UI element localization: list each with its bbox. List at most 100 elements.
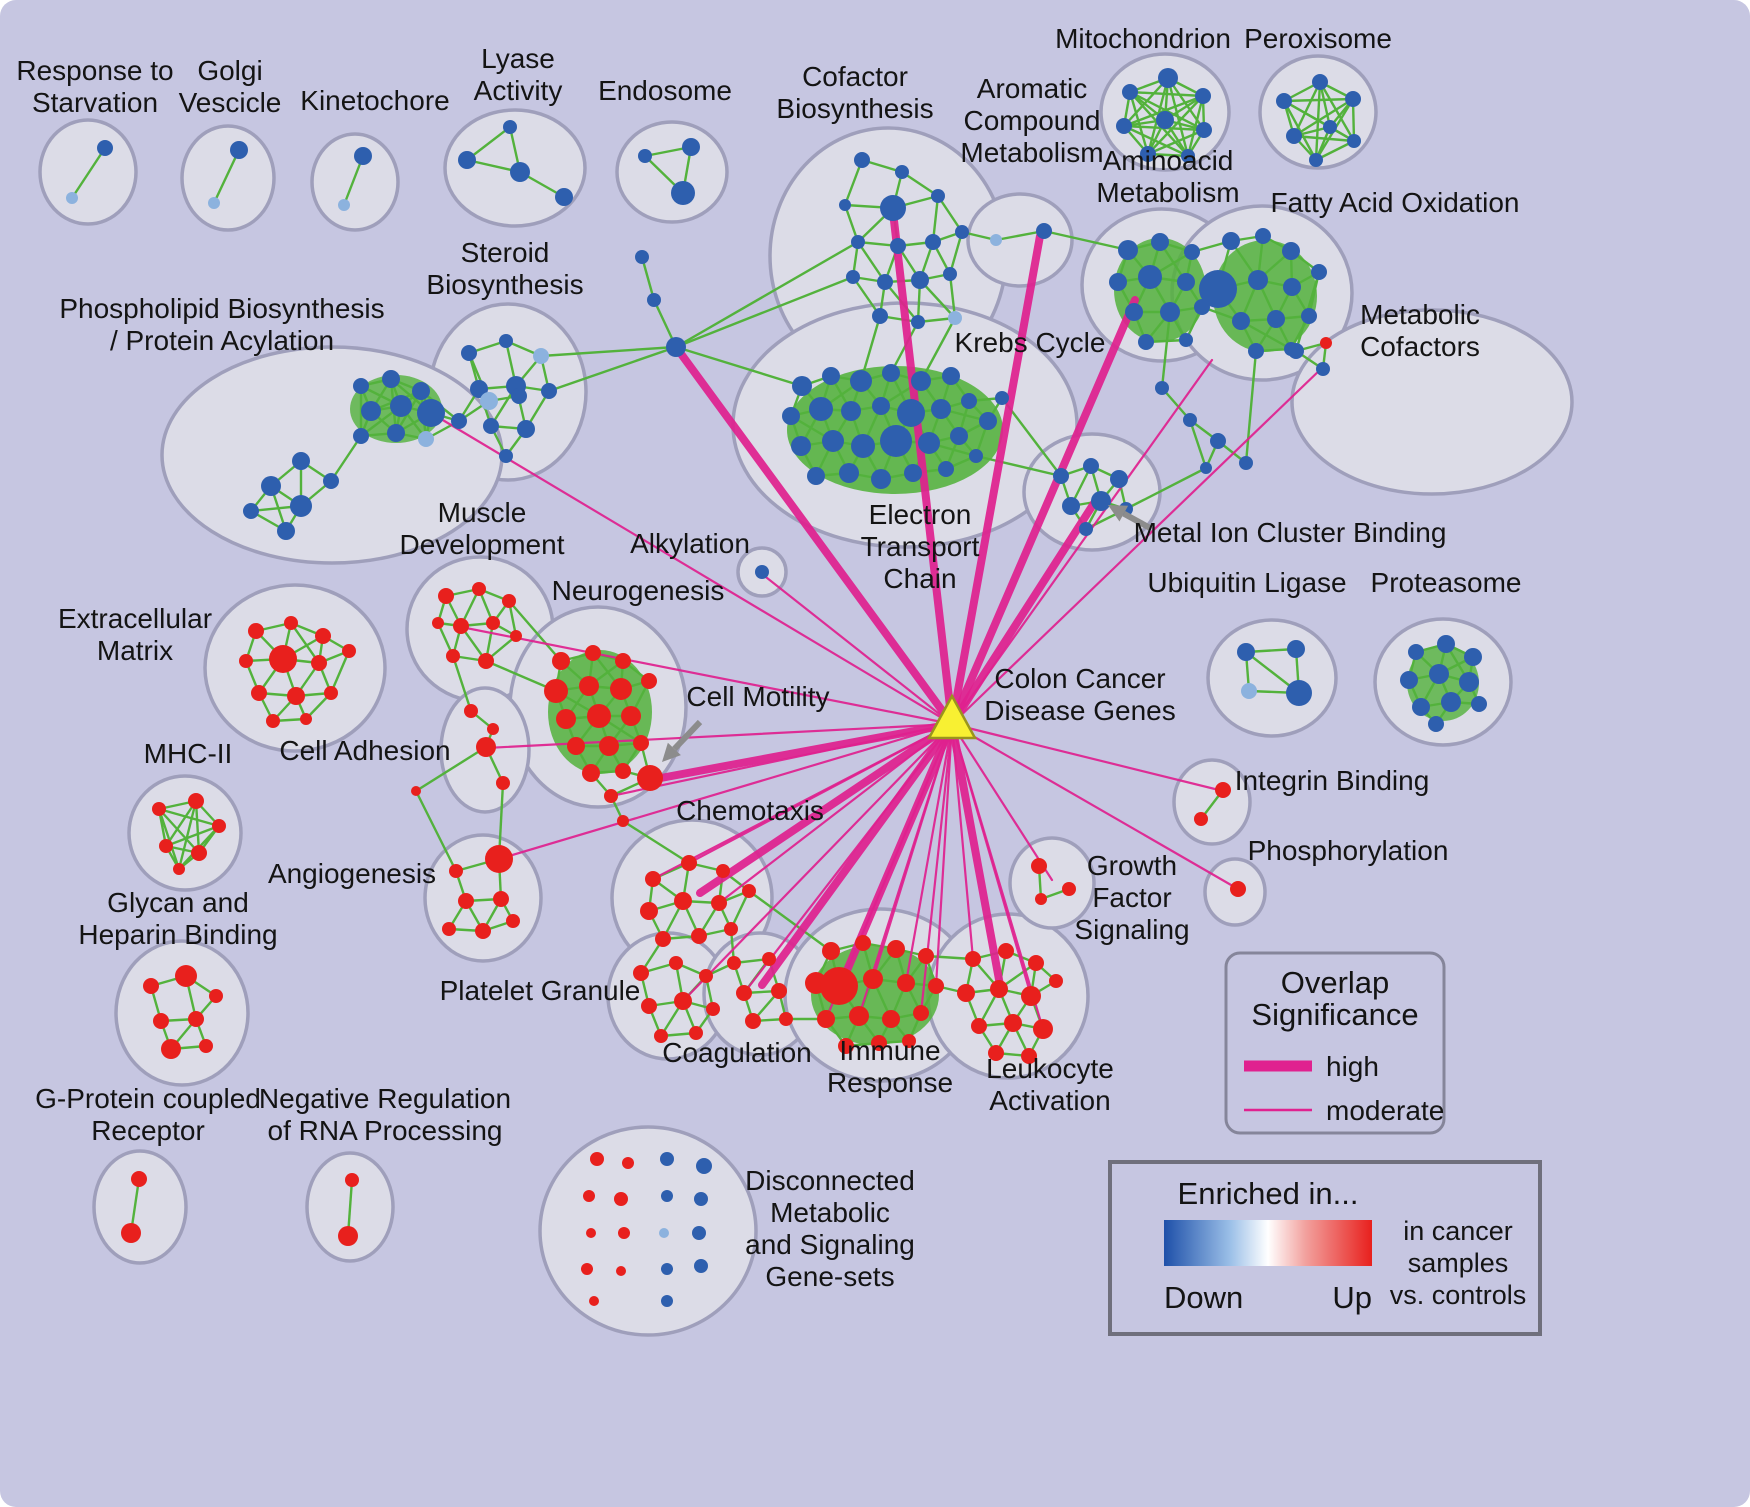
gene-set-node [1033,1019,1053,1039]
gene-set-node [617,815,629,827]
gene-set-node [1237,643,1255,661]
gene-set-node [610,678,632,700]
muscle-development-label: Muscle [438,497,527,528]
gene-set-edge [948,273,957,319]
gene-set-node [647,293,661,307]
gene-set-node [1255,228,1271,244]
gene-set-node [638,149,652,163]
gene-set-node [1049,974,1063,988]
gene-set-node [412,382,430,400]
significance-edge-moderate [459,625,954,726]
gene-set-node [287,687,305,705]
disconnected-genesets-label: and Signaling [745,1229,915,1260]
kinetochore-ellipse [310,132,400,232]
gene-set-node [681,855,697,871]
gene-set-node [1138,265,1162,289]
negative-regulation-rna-label: of RNA Processing [268,1115,503,1146]
gene-set-node [1215,782,1231,798]
disconnected-genesets-label: Disconnected [745,1165,915,1196]
gene-set-node [478,653,494,669]
gene-set-node [175,965,197,987]
gene-set-node [931,399,951,419]
gene-set-edge [843,159,864,206]
gene-set-node [661,1263,673,1275]
inter-cluster-edge [675,275,854,349]
gene-set-node [464,704,478,718]
gene-set-node [230,141,248,159]
significance-edge-moderate [950,365,1325,726]
gene-set-node [616,1266,626,1276]
gene-set-node [1079,522,1093,536]
ubiquitin-ligase-ellipse [1206,618,1338,738]
gene-set-node [809,397,833,421]
cell-motility-arrow-head [662,742,681,762]
integrin-binding-label: Integrin Binding [1235,765,1430,796]
gene-set-node [1429,664,1449,684]
gene-set-node [822,942,840,960]
gene-set-node [438,588,454,604]
gene-set-node [442,922,456,936]
gene-set-node [850,370,872,392]
significance-edge-moderate [609,722,954,798]
krebs-cycle-label: Krebs Cycle [955,327,1106,358]
gene-set-node [503,120,517,134]
gene-set-node [586,1228,596,1238]
gene-set-node [451,413,467,429]
gene-set-node [1248,343,1264,359]
extracellular-matrix-ellipse [203,583,387,753]
mhc-ii-label: MHC-II [144,738,233,769]
gene-set-node [791,436,811,456]
growth-factor-signaling-label: Factor [1092,882,1171,913]
gene-set-node [311,655,327,671]
gene-set-node [199,1039,213,1053]
gene-set-node [1282,242,1300,260]
gene-set-node [449,864,463,878]
gene-set-node [660,1152,674,1166]
gene-set-node [269,645,297,673]
gene-set-node [1286,680,1312,706]
gene-set-node [699,969,713,983]
gene-set-node [1210,433,1226,449]
cofactor-biosynthesis-label: Cofactor [802,61,908,92]
metabolic-cofactors-ellipse [1290,308,1574,496]
gene-set-node [911,315,925,329]
endosome-ellipse [615,120,729,224]
gene-set-node [599,736,619,756]
gene-set-node [1459,672,1479,692]
aromatic-compound-metabolism-label: Metabolism [960,137,1103,168]
layer-nodes [66,68,1487,1307]
gene-set-edge [1123,124,1189,158]
gene-set-node [1184,244,1200,260]
g-protein-receptor-label: G-Protein coupled [35,1083,261,1114]
gene-set-node [1155,381,1169,395]
gene-set-node [589,1296,599,1306]
response-to-starvation-label: Starvation [32,87,158,118]
aminoacid-metabolism-label: Aminoacid [1103,145,1234,176]
gene-set-node [948,311,962,325]
gene-set-node [188,1011,204,1027]
gene-set-node [872,397,890,415]
growth-factor-signaling-label: Growth [1087,850,1177,881]
gene-set-node [1311,264,1327,280]
electron-transport-chain-label: Chain [883,563,956,594]
gene-set-node [877,274,893,290]
aromatic-compound-metabolism-label: Compound [964,105,1101,136]
significance-edge-high [948,296,1139,728]
gene-set-node [1125,303,1143,321]
gene-set-node [1239,456,1253,470]
gene-set-node [1222,232,1240,250]
cell-motility-label: Cell Motility [686,681,829,712]
gene-set-node [585,645,601,661]
gene-set-node [1158,68,1178,88]
gene-set-node [1021,1048,1037,1064]
gene-set-node [965,951,981,967]
gene-set-node [822,367,840,385]
glycan-heparin-binding-label: Glycan and [107,887,249,918]
angiogenesis-ellipse [423,833,543,963]
gene-set-node [659,1228,669,1238]
gene-set-edge [1282,100,1318,161]
gene-set-node [1177,273,1195,291]
gene-set-node [1241,683,1257,699]
gene-set-node [1140,146,1156,162]
overlap-legend-title: Significance [1251,997,1418,1032]
